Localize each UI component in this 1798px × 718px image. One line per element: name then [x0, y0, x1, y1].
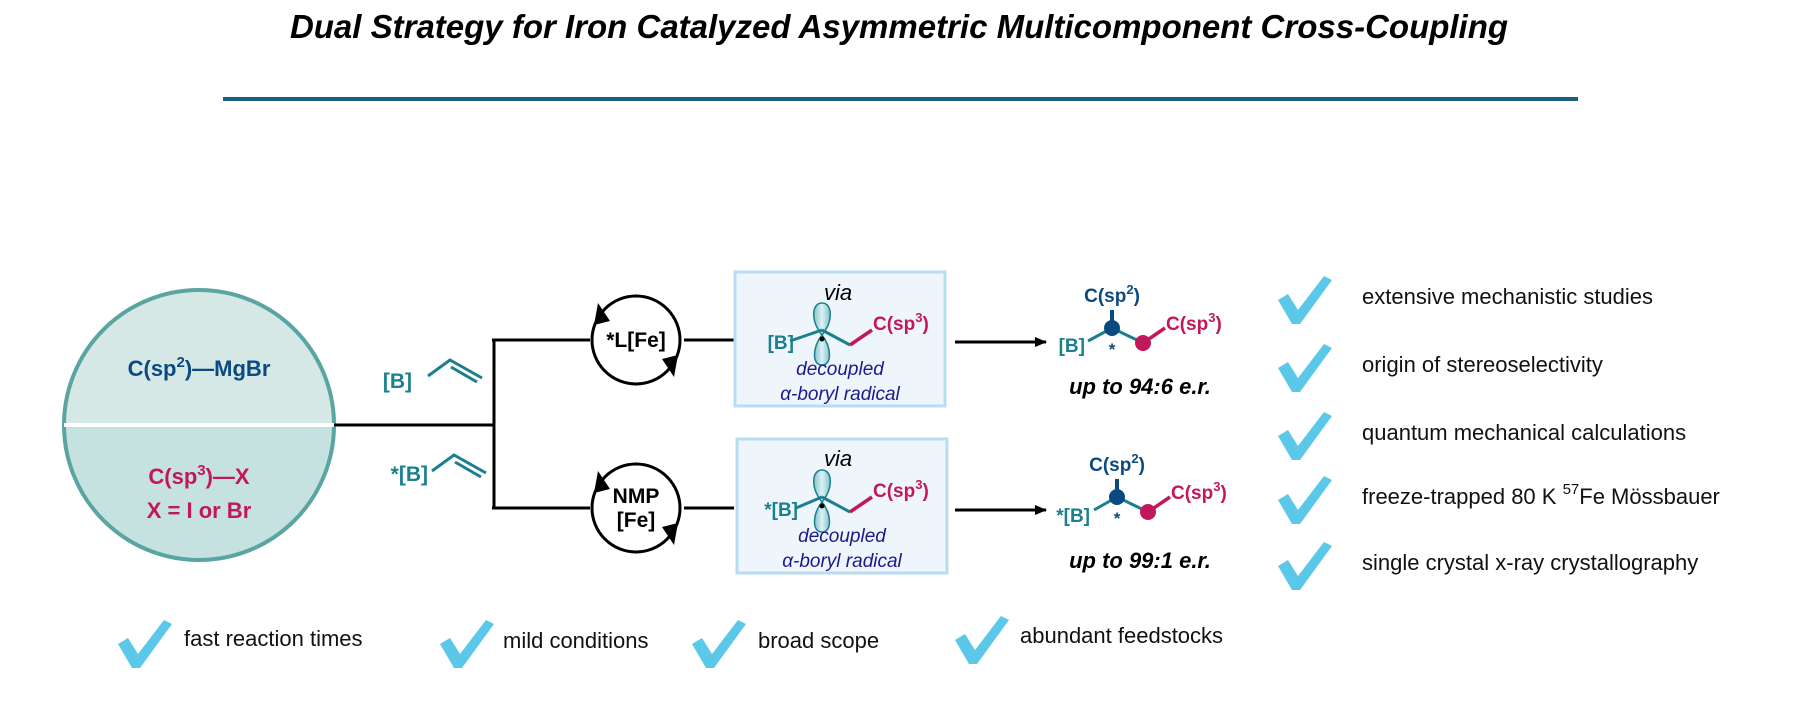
list-item: abundant feedstocks	[955, 616, 1223, 664]
grignard-reagent: C(sp2)—MgBr	[128, 354, 271, 381]
nmp-iron-catalyst-line2: [Fe]	[617, 509, 656, 532]
csp3-label: C(sp3)	[873, 477, 929, 502]
list-item: extensive mechanistic studies	[1278, 276, 1653, 324]
intermediate-desc-line2: α-boryl radical	[780, 384, 900, 405]
svg-text:*[B]: *[B]	[391, 463, 428, 486]
alkyl-halide: C(sp3)—X	[148, 462, 250, 489]
check-icon	[1278, 344, 1332, 392]
via-label: via	[824, 446, 852, 471]
check-icon	[1278, 476, 1332, 524]
list-item: single crystal x-ray crystallography	[1278, 542, 1698, 590]
via-label: via	[824, 280, 852, 305]
enantiomeric-ratio: up to 99:1 e.r.	[1069, 548, 1211, 573]
svg-text:[B]: [B]	[383, 370, 412, 393]
alkene-top: [B]	[383, 358, 483, 393]
feature-text: abundant feedstocks	[1020, 623, 1223, 648]
list-item: mild conditions	[440, 620, 649, 668]
csp3-label: C(sp3)	[1166, 310, 1222, 335]
csp2-label: C(sp2)	[1084, 282, 1140, 307]
nmp-iron-catalyst-line1: NMP	[613, 485, 660, 508]
list-item: freeze-trapped 80 K 57Fe Mössbauer	[1278, 476, 1720, 524]
intermediate-desc-line2: α-boryl radical	[782, 551, 902, 572]
check-icon	[118, 620, 172, 668]
list-item: quantum mechanical calculations	[1278, 412, 1686, 460]
check-icon	[1278, 542, 1332, 590]
alkene-bottom: *[B]	[391, 453, 487, 486]
boryl-group: [B]	[768, 333, 794, 354]
intermediate-desc-line1: decoupled	[798, 526, 887, 547]
product-bottom: C(sp2) *[B] * C(sp3) up to 99:1 e.r.	[1056, 451, 1227, 573]
stereocenter-star: *	[1114, 509, 1121, 528]
branch-lines	[334, 338, 734, 510]
general-features-list: fast reaction times mild conditions broa…	[118, 616, 1223, 668]
halide-definition: X = I or Br	[147, 498, 252, 523]
feature-text: single crystal x-ray crystallography	[1362, 550, 1698, 575]
intermediate-box-bottom: via *[B] C(sp3) decoupled α-boryl radica…	[735, 437, 949, 575]
p-orbital-icon	[813, 469, 831, 533]
feature-text: extensive mechanistic studies	[1362, 284, 1653, 309]
list-item: fast reaction times	[118, 620, 363, 668]
feature-text: fast reaction times	[184, 626, 363, 651]
page-title: Dual Strategy for Iron Catalyzed Asymmet…	[290, 8, 1508, 45]
check-icon	[692, 620, 746, 668]
csp3-label: C(sp3)	[1171, 479, 1227, 504]
feature-text: freeze-trapped 80 K 57Fe Mössbauer	[1362, 481, 1720, 509]
feature-text: broad scope	[758, 628, 879, 653]
list-item: origin of stereoselectivity	[1278, 344, 1603, 392]
product-top: C(sp2) [B] * C(sp3) up to 94:6 e.r.	[1059, 282, 1222, 399]
boryl-group: *[B]	[1056, 506, 1090, 527]
catalytic-cycle-icon: NMP [Fe]	[590, 462, 682, 554]
feature-text: mild conditions	[503, 628, 649, 653]
stereocenter-star: *	[1109, 340, 1116, 359]
list-item: broad scope	[692, 620, 879, 668]
intermediate-box-top: via [B] C(sp3) decoupled α-boryl radical	[733, 270, 947, 408]
csp3-label: C(sp3)	[873, 310, 929, 335]
feature-text: quantum mechanical calculations	[1362, 420, 1686, 445]
check-icon	[1278, 276, 1332, 324]
boryl-group: *[B]	[764, 500, 798, 521]
check-icon	[955, 616, 1009, 664]
check-icon	[1278, 412, 1332, 460]
p-orbital-icon	[813, 302, 831, 366]
check-icon	[440, 620, 494, 668]
catalytic-cycle-icon: *L[Fe]	[590, 294, 682, 386]
boryl-group: [B]	[1059, 336, 1085, 357]
chiral-iron-catalyst: *L[Fe]	[606, 329, 666, 352]
reagent-circle: C(sp2)—MgBr C(sp3)—X X = I or Br	[62, 288, 336, 562]
enantiomeric-ratio: up to 94:6 e.r.	[1069, 374, 1211, 399]
intermediate-desc-line1: decoupled	[796, 359, 885, 380]
mechanistic-features-list: extensive mechanistic studies origin of …	[1278, 276, 1720, 590]
feature-text: origin of stereoselectivity	[1362, 352, 1603, 377]
csp2-label: C(sp2)	[1089, 451, 1145, 476]
